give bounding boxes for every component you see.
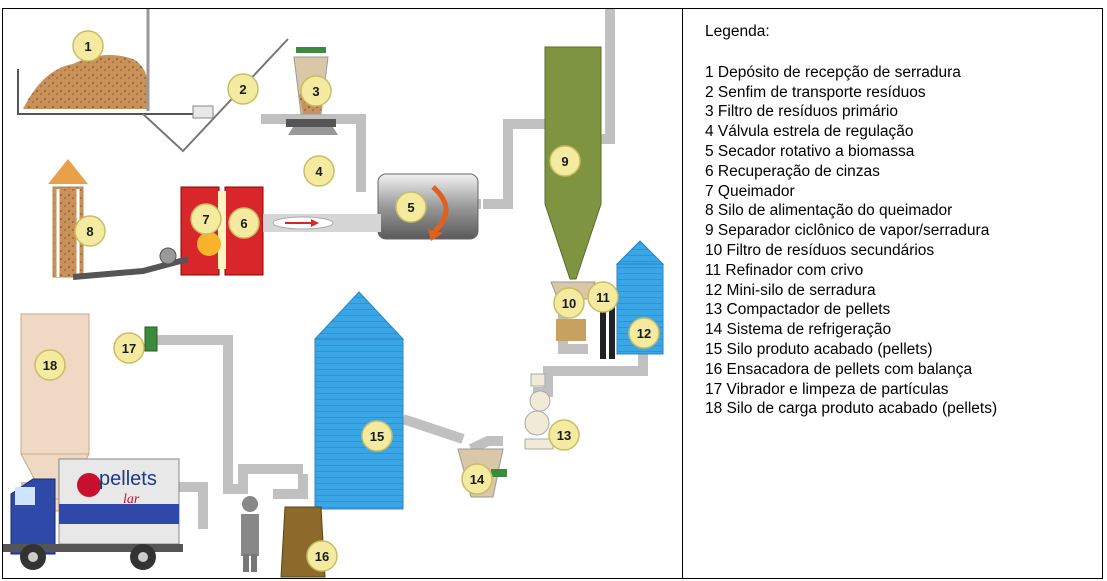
legend-item: 10 Filtro de resíduos secundários <box>705 241 935 259</box>
step-marker-circle <box>306 540 338 572</box>
step-marker-label: 11 <box>596 290 610 305</box>
step-marker-label: 13 <box>557 428 571 443</box>
legend-item: 12 Mini-silo de serradura <box>705 281 876 299</box>
legend-item: 4 Válvula estrela de regulação <box>705 123 914 141</box>
step-marker-circle <box>74 215 106 247</box>
step-marker-circle <box>228 207 260 239</box>
legend-item: 16 Ensacadora de pellets com balança <box>705 360 973 378</box>
legend: Legenda: 1 Depósito de recepção de serra… <box>705 22 1095 419</box>
legend-item: 8 Silo de alimentação do queimador <box>705 202 953 220</box>
legend-item: 15 Silo produto acabado (pellets) <box>705 340 933 358</box>
step-marker-circle <box>113 332 145 364</box>
legend-item: 1 Depósito de recepção de serradura <box>705 63 961 81</box>
step-marker-circle <box>300 75 332 107</box>
vibrator-cleaner <box>144 326 158 352</box>
step-marker-circle <box>395 191 427 223</box>
legend-item: 14 Sistema de refrigeração <box>705 321 892 339</box>
finished-product-silo <box>313 291 405 510</box>
legend-item: 7 Queimador <box>705 182 795 200</box>
step-marker-label: 5 <box>407 200 414 215</box>
step-marker-label: 7 <box>202 212 209 227</box>
step-marker-label: 12 <box>637 326 651 341</box>
step-marker-label: 3 <box>312 84 319 99</box>
step-marker-circle <box>628 317 660 349</box>
step-marker-label: 2 <box>239 82 246 97</box>
truck-logo-text: pellets <box>99 468 157 490</box>
step-marker-circle <box>303 155 335 187</box>
step-marker-circle <box>461 463 493 495</box>
step-marker-label: 17 <box>122 341 136 356</box>
legend-item: 9 Separador ciclônico de vapor/serradura <box>705 222 990 240</box>
step-marker-label: 8 <box>86 224 93 239</box>
legend-item: 6 Recuperação de cinzas <box>705 162 880 180</box>
step-marker-circle <box>587 281 619 313</box>
legend-item: 17 Vibrador e limpeza de partículas <box>705 380 949 398</box>
rotary-dryer <box>377 173 479 241</box>
step-marker-circle <box>227 73 259 105</box>
step-marker-label: 15 <box>370 429 384 444</box>
step-marker-label: 16 <box>315 549 329 564</box>
step-marker-circle <box>549 145 581 177</box>
step-marker-circle <box>72 30 104 62</box>
step-marker-label: 14 <box>470 472 485 487</box>
refiner-sieve <box>600 289 615 359</box>
truck-logo-subtext: lar <box>123 492 140 507</box>
legend-item: 13 Compactador de pellets <box>705 301 891 319</box>
legend-item: 3 Filtro de resíduos primário <box>705 103 898 121</box>
step-marker-circle <box>548 419 580 451</box>
step-marker-label: 10 <box>562 296 576 311</box>
pellets-truck: pellets lar <box>3 458 183 570</box>
step-marker-circle <box>190 203 222 235</box>
legend-item: 2 Senfim de transporte resíduos <box>705 83 926 101</box>
step-marker-label: 18 <box>43 358 57 373</box>
legend-title: Legenda: <box>705 23 770 40</box>
step-marker-circle <box>553 287 585 319</box>
legend-item: 11 Refinador com crivo <box>705 261 864 279</box>
legend-item: 18 Silo de carga produto acabado (pellet… <box>705 400 998 418</box>
step-marker-circle <box>361 420 393 452</box>
legend-divider <box>682 8 683 579</box>
legend-item: 5 Secador rotativo a biomassa <box>705 142 915 160</box>
screw-conveyor <box>142 38 289 153</box>
step-marker-label: 1 <box>84 39 91 54</box>
sawdust-deposit <box>17 9 214 119</box>
loading-silo <box>20 313 90 512</box>
burner-feed-silo <box>48 159 189 280</box>
step-marker-label: 6 <box>240 216 247 231</box>
step-marker-label: 4 <box>315 164 323 179</box>
step-marker-circle <box>34 349 66 381</box>
figure-frame <box>2 8 1103 579</box>
pellet-compactor <box>524 373 554 450</box>
legend-list: 1 Depósito de recepção de serradura 2 Sen… <box>705 63 1095 419</box>
step-marker-label: 9 <box>561 154 568 169</box>
